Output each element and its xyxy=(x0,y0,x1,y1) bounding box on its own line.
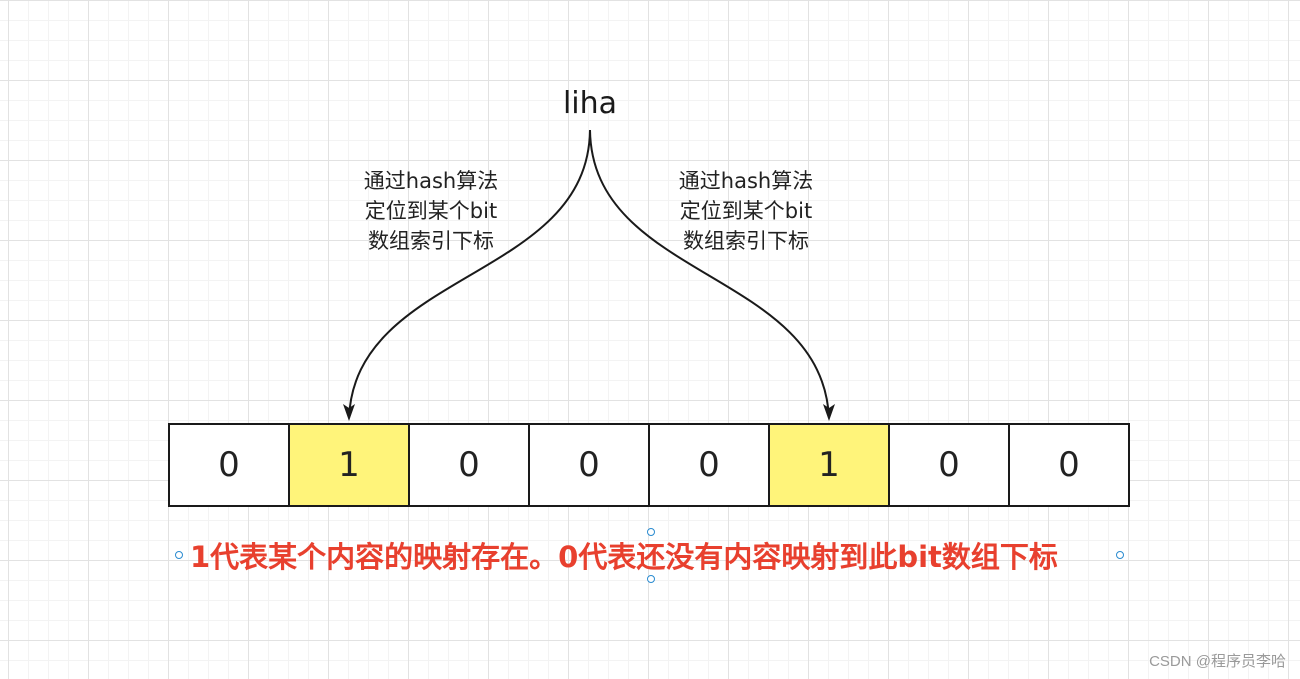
selection-handle-left[interactable] xyxy=(175,551,183,559)
bit-array: 0 1 0 0 0 1 0 0 xyxy=(168,423,1130,507)
watermark: CSDN @程序员李哈 xyxy=(1149,653,1286,670)
left-arrow xyxy=(348,129,591,419)
selection-handle-top[interactable] xyxy=(647,528,655,536)
bit-cell: 0 xyxy=(650,425,770,505)
bit-cell-set: 1 xyxy=(290,425,410,505)
bit-cell: 0 xyxy=(1010,425,1128,505)
bit-cell: 0 xyxy=(890,425,1010,505)
right-branch-line: 通过hash算法 xyxy=(678,169,814,193)
right-arrow xyxy=(589,129,830,419)
bit-cell: 0 xyxy=(530,425,650,505)
caption-text[interactable]: 1代表某个内容的映射存在。0代表还没有内容映射到此bit数组下标 xyxy=(190,540,1058,574)
bit-cell: 0 xyxy=(410,425,530,505)
selection-handle-right[interactable] xyxy=(1116,551,1124,559)
bit-cell: 0 xyxy=(170,425,290,505)
root-label: liha xyxy=(562,86,618,121)
right-branch-line: 定位到某个bit xyxy=(679,199,813,223)
left-branch-line: 数组索引下标 xyxy=(368,229,494,253)
left-branch-line: 定位到某个bit xyxy=(364,199,498,223)
selection-handle-bottom[interactable] xyxy=(647,575,655,583)
right-branch-line: 数组索引下标 xyxy=(683,229,809,253)
left-branch-label: 通过hash算法 定位到某个bit 数组索引下标 xyxy=(336,166,526,256)
left-branch-line: 通过hash算法 xyxy=(363,169,499,193)
bit-cell-set: 1 xyxy=(770,425,890,505)
right-branch-label: 通过hash算法 定位到某个bit 数组索引下标 xyxy=(651,166,841,256)
